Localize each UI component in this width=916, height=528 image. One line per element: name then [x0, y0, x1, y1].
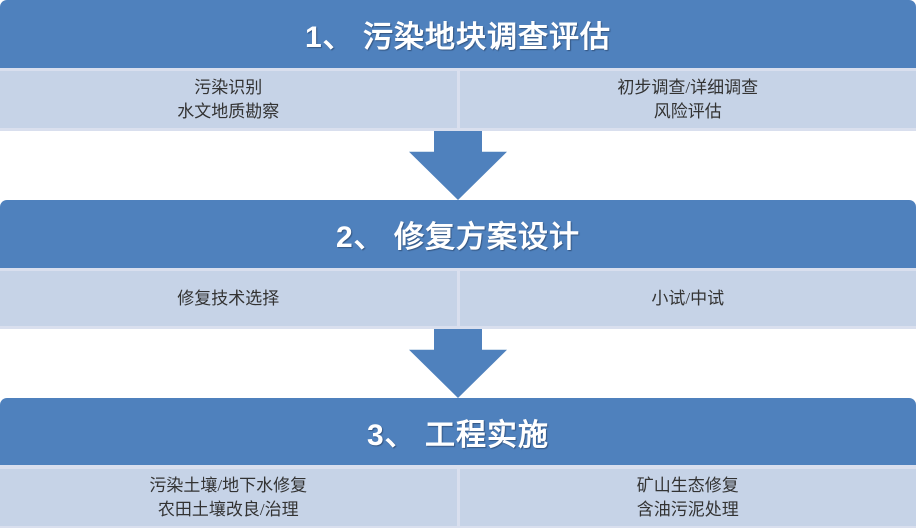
horizontal-divider [0, 268, 916, 271]
stage-1-right-column: 初步调查/详细调查 风险评估 [460, 71, 916, 128]
stage-2-remediation-design: 2、 修复方案设计 修复技术选择 小试/中试 [0, 200, 916, 329]
stage-1-title: 1、 污染地块调查评估 [304, 21, 612, 54]
stage-3-right-item-2: 含油污泥处理 [636, 500, 739, 520]
down-arrow-icon [409, 329, 507, 398]
column-divider [456, 71, 460, 128]
stage-1-left-item-1: 污染识别 [194, 77, 263, 97]
stage-3-left-item-2: 农田土壤改良/治理 [157, 500, 299, 520]
stage-2-right-item-1: 小试/中试 [651, 289, 725, 308]
column-divider [456, 271, 460, 326]
horizontal-divider [0, 526, 916, 528]
column-divider [456, 469, 460, 526]
stage-3-implementation: 3、 工程实施 污染土壤/地下水修复 农田土壤改良/治理 矿山生态修复 含油污泥… [0, 398, 916, 528]
stage-1-left-column: 污染识别 水文地质勘察 [0, 71, 457, 128]
stage-2-left-item-1: 修复技术选择 [177, 289, 280, 308]
stage-2-right-column: 小试/中试 [460, 271, 916, 326]
flow-arrow-2-container [0, 329, 916, 398]
horizontal-divider [0, 128, 916, 131]
stage-3-header: 3、 工程实施 [0, 398, 916, 465]
stage-1-right-item-2: 风险评估 [653, 102, 722, 122]
horizontal-divider [0, 326, 916, 329]
stage-1-header: 1、 污染地块调查评估 [0, 0, 916, 68]
stage-2-title: 2、 修复方案设计 [335, 221, 581, 254]
flow-arrow-1-container [0, 131, 916, 200]
stage-3-title: 3、 工程实施 [366, 418, 550, 452]
stage-1-investigation: 1、 污染地块调查评估 污染识别 水文地质勘察 初步调查/详细调查 风险评估 [0, 0, 916, 131]
stage-3-right-item-1: 矿山生态修复 [636, 475, 739, 495]
horizontal-divider [0, 68, 916, 71]
stage-3-left-item-1: 污染土壤/地下水修复 [149, 475, 308, 495]
stage-1-right-item-1: 初步调查/详细调查 [617, 77, 759, 97]
stage-1-left-item-2: 水文地质勘察 [177, 102, 280, 122]
stage-3-band: 污染土壤/地下水修复 农田土壤改良/治理 矿山生态修复 含油污泥处理 [0, 469, 916, 526]
stage-1-band: 污染识别 水文地质勘察 初步调查/详细调查 风险评估 [0, 71, 916, 128]
stage-2-header: 2、 修复方案设计 [0, 200, 916, 268]
stage-3-right-column: 矿山生态修复 含油污泥处理 [460, 469, 916, 526]
horizontal-divider [0, 465, 916, 469]
down-arrow-icon [409, 131, 507, 200]
stage-2-band: 修复技术选择 小试/中试 [0, 271, 916, 326]
stage-3-left-column: 污染土壤/地下水修复 农田土壤改良/治理 [0, 469, 457, 526]
stage-2-left-column: 修复技术选择 [0, 271, 457, 326]
